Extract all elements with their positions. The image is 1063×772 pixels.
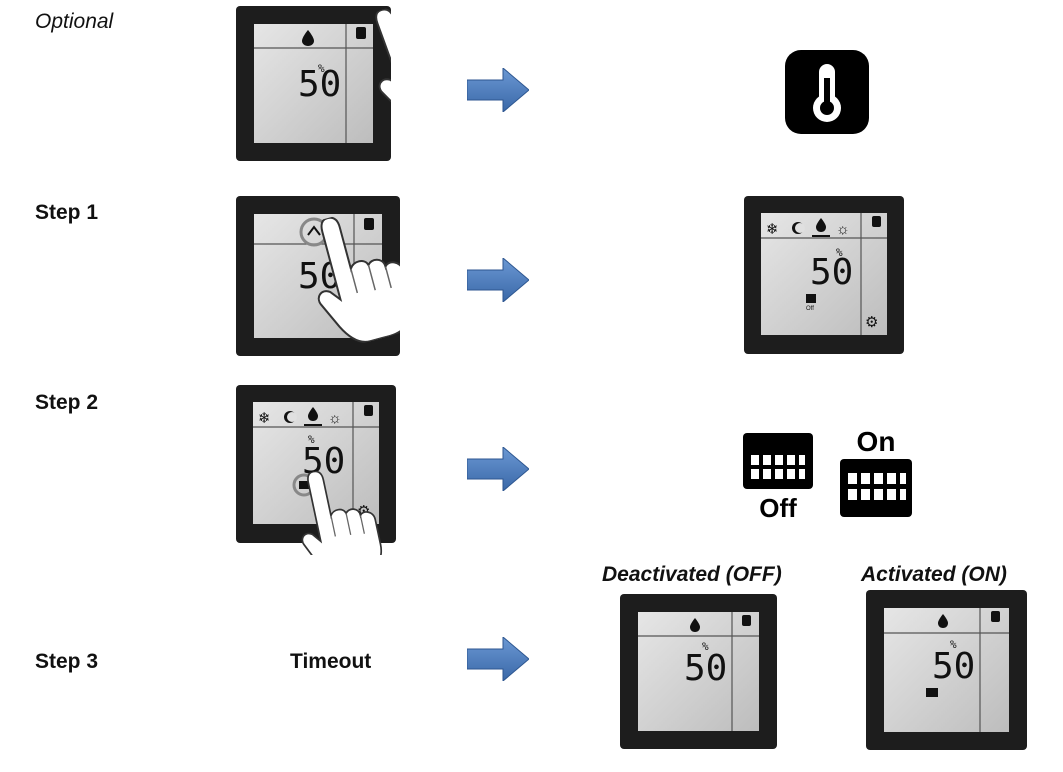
heater-on-icon: On: [838, 423, 914, 524]
thermometer-icon: [991, 611, 1000, 622]
thermometer-icon-large: [785, 50, 869, 139]
unit-label: %: [308, 433, 315, 446]
thermometer-icon: [872, 216, 881, 227]
snowflake-icon: ❄: [258, 410, 271, 427]
thermometer-icon: [356, 27, 366, 39]
unit-label: %: [318, 62, 325, 75]
off-label: Off: [759, 493, 797, 521]
device-step1-result: ❄ ☼ % 50 Off ⚙: [744, 196, 904, 354]
device-optional[interactable]: % 50: [236, 6, 391, 161]
thermometer-icon: [364, 405, 373, 416]
arrow-step1: [467, 258, 529, 302]
device-step1[interactable]: 50: [236, 196, 400, 356]
sun-icon: ☼: [328, 410, 342, 427]
deactivated-label: Deactivated (OFF): [602, 563, 782, 586]
drop-icon: [302, 30, 314, 46]
heater-off-icon: Off: [743, 433, 813, 526]
sun-icon: ☼: [836, 221, 850, 238]
arrow-optional: [467, 68, 529, 112]
drop-icon: [690, 618, 700, 632]
step2-label: Step 2: [35, 391, 99, 414]
device-step2[interactable]: ❄ ☼ % 50 ⚙: [236, 385, 396, 555]
value-display: 50: [298, 64, 341, 105]
thermometer-icon: [364, 218, 374, 230]
heater-icon: [806, 294, 816, 303]
step1-label: Step 1: [35, 201, 99, 224]
snowflake-icon: ❄: [766, 221, 779, 238]
gear-icon: ⚙: [865, 314, 878, 331]
unit-label: %: [950, 638, 957, 651]
drop-icon: [816, 218, 826, 232]
device-deactivated: % 50: [620, 594, 777, 749]
value-display: 50: [932, 646, 975, 687]
arrow-step3: [467, 637, 529, 681]
drop-icon: [308, 407, 318, 421]
value-display: 50: [684, 648, 727, 689]
activated-label: Activated (ON): [861, 563, 1007, 586]
device-activated: % 50: [866, 590, 1027, 750]
thermometer-icon: [742, 615, 751, 626]
value-display: 50: [810, 252, 853, 293]
optional-label: Optional: [35, 10, 114, 33]
heater-off-label: Off: [806, 306, 814, 312]
heater-icon: [926, 688, 938, 697]
arrow-step2: [467, 447, 529, 491]
on-label: On: [857, 426, 896, 457]
timeout-label: Timeout: [290, 650, 372, 673]
drop-icon: [938, 614, 948, 628]
step3-label: Step 3: [35, 650, 99, 673]
unit-label: %: [836, 246, 843, 259]
unit-label: %: [702, 640, 709, 653]
